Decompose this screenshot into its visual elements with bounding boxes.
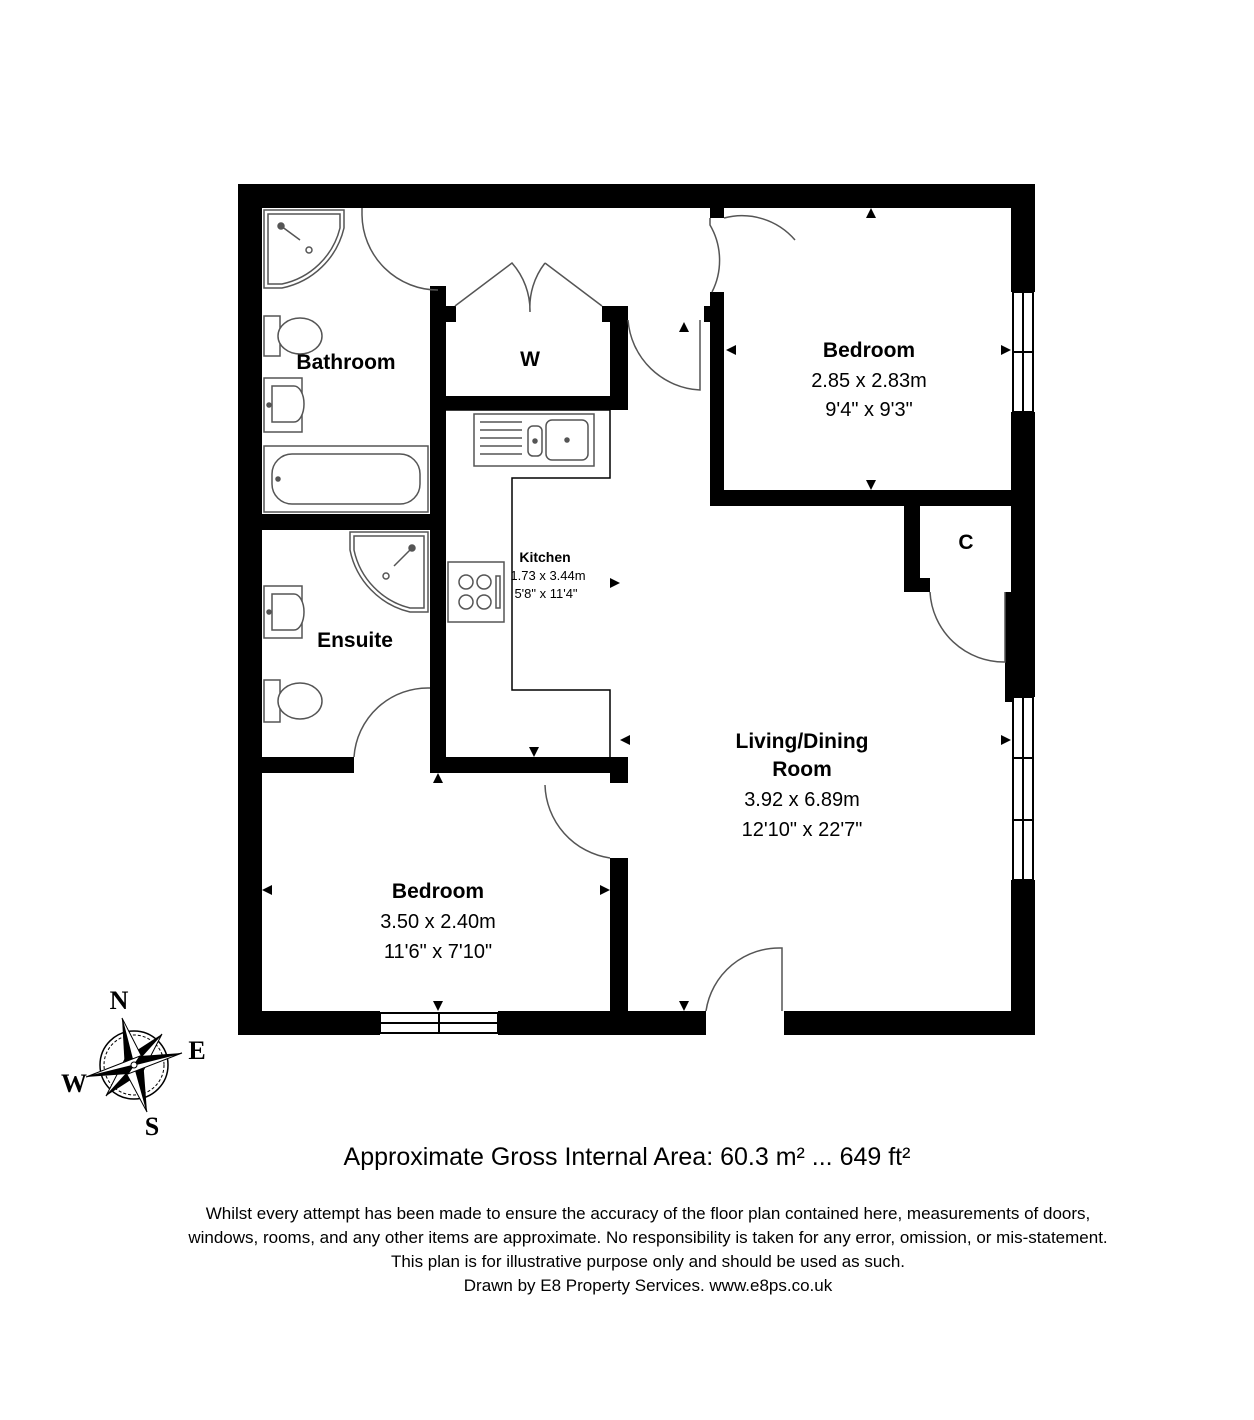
floor-plan: Bathroom W Bedroom 2.85 x 2.83m 9'4" x 9… bbox=[61, 184, 1035, 1140]
compass-west: W bbox=[61, 1069, 87, 1098]
label-wardrobe: W bbox=[520, 348, 540, 371]
disclaimer-line-3: This plan is for illustrative purpose on… bbox=[390, 1252, 906, 1271]
door-entrance bbox=[705, 947, 783, 1012]
label-bathroom: Bathroom bbox=[296, 351, 395, 374]
door-cupboard bbox=[929, 591, 1006, 663]
shower-bathroom bbox=[263, 209, 345, 289]
label-bedroom1: Bedroom bbox=[823, 339, 915, 362]
label-ensuite: Ensuite bbox=[317, 629, 393, 652]
door-wardrobe bbox=[454, 261, 603, 313]
bath bbox=[263, 445, 429, 513]
doors bbox=[353, 208, 1006, 1012]
compass-north: N bbox=[110, 986, 129, 1015]
compass-south: S bbox=[145, 1112, 159, 1140]
gross-internal-area: Approximate Gross Internal Area: 60.3 m²… bbox=[343, 1143, 911, 1171]
label-kitchen: Kitchen bbox=[519, 549, 570, 565]
label-living-line1: Living/Dining bbox=[736, 730, 869, 753]
toilet-bathroom bbox=[263, 315, 323, 357]
dimension-arrows bbox=[262, 208, 1011, 1011]
dim-bedroom1-imperial: 9'4" x 9'3" bbox=[825, 399, 912, 421]
label-living-line2: Room bbox=[772, 758, 832, 781]
dim-kitchen-imperial: 5'8" x 11'4" bbox=[514, 586, 577, 601]
disclaimer-line-2: windows, rooms, and any other items are … bbox=[188, 1228, 1108, 1247]
dim-bedroom1-metric: 2.85 x 2.83m bbox=[811, 370, 927, 392]
kitchen-hob bbox=[447, 561, 505, 623]
compass-rose-icon bbox=[85, 1017, 183, 1113]
windows bbox=[379, 291, 1034, 1034]
shower-ensuite bbox=[349, 531, 429, 613]
toilet-ensuite bbox=[263, 679, 323, 723]
label-bedroom2: Bedroom bbox=[392, 880, 484, 903]
basin-bathroom bbox=[263, 377, 305, 433]
door-ensuite bbox=[353, 687, 431, 758]
disclaimer-line-4: Drawn by E8 Property Services. www.e8ps.… bbox=[463, 1276, 833, 1295]
kitchen-sink bbox=[473, 413, 595, 467]
door-bedroom1 bbox=[709, 214, 796, 293]
dim-bedroom2-metric: 3.50 x 2.40m bbox=[380, 911, 496, 933]
compass-east: E bbox=[188, 1036, 205, 1065]
basin-ensuite bbox=[263, 585, 305, 639]
dim-living-imperial: 12'10" x 22'7" bbox=[742, 819, 863, 841]
disclaimer: Whilst every attempt has been made to en… bbox=[0, 1202, 1254, 1298]
dim-kitchen-metric: 1.73 x 3.44m bbox=[510, 568, 585, 583]
dim-living-metric: 3.92 x 6.89m bbox=[744, 789, 860, 811]
door-bathroom bbox=[361, 208, 439, 291]
fixtures bbox=[263, 209, 595, 723]
disclaimer-line-1: Whilst every attempt has been made to en… bbox=[205, 1204, 1091, 1223]
walls bbox=[238, 184, 1035, 1035]
label-cupboard: C bbox=[958, 531, 973, 554]
door-bedroom2 bbox=[544, 784, 611, 859]
door-passage bbox=[627, 319, 701, 391]
dim-bedroom2-imperial: 11'6" x 7'10" bbox=[384, 941, 492, 963]
kitchen-worktop bbox=[446, 409, 611, 757]
